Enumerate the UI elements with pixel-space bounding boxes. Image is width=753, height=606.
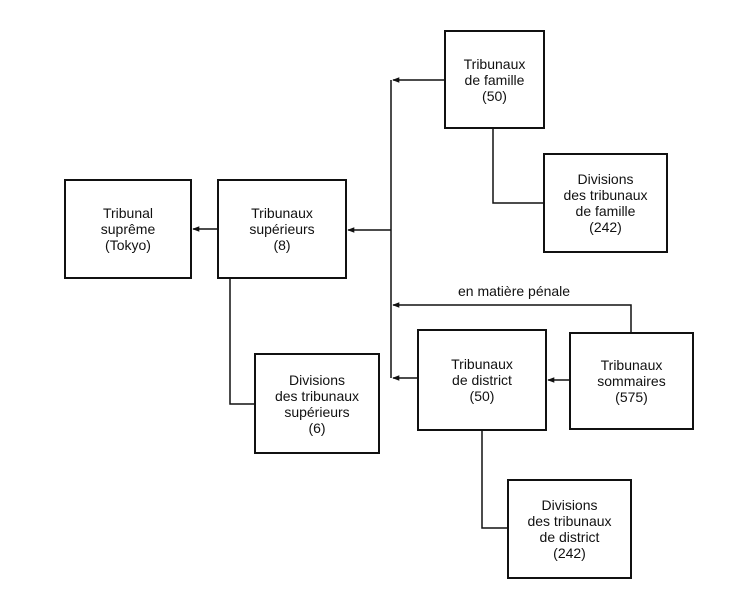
node-summary-courts: Tribunaux sommaires (575)	[569, 332, 694, 430]
criminal-matters-label: en matière pénale	[458, 283, 571, 299]
line-superior-to-divisions	[229, 278, 254, 405]
line-family-to-divisions	[492, 128, 543, 204]
node-superior-divisions: Divisions des tribunaux supérieurs (6)	[254, 353, 380, 454]
node-superior-courts: Tribunaux supérieurs (8)	[217, 179, 347, 279]
node-supreme-court: Tribunal suprême (Tokyo)	[64, 179, 192, 279]
node-district-courts: Tribunaux de district (50)	[417, 329, 547, 431]
arrow-summary-criminal	[392, 302, 632, 332]
node-family-divisions: Divisions des tribunaux de famille (242)	[543, 153, 668, 253]
node-district-divisions: Divisions des tribunaux de district (242…	[507, 479, 632, 579]
node-family-courts: Tribunaux de famille (50)	[444, 30, 545, 129]
line-district-to-divisions	[481, 430, 507, 529]
